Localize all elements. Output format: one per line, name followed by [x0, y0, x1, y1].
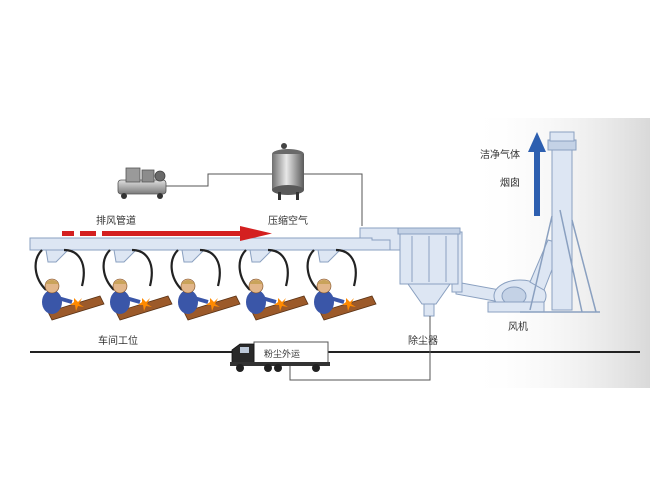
- dust-collector: [397, 227, 461, 317]
- extraction-arm: [335, 248, 357, 287]
- clean-gas-label: 洁净气体: [480, 150, 520, 161]
- fan-label: 风机: [508, 322, 528, 333]
- extraction-arm: [199, 248, 221, 287]
- extraction-arm: [102, 249, 115, 291]
- dust-transport-label: 粉尘外运: [264, 350, 301, 360]
- extraction-arm: [238, 249, 251, 291]
- extraction-arm: [267, 248, 289, 287]
- hose-drop: [45, 249, 70, 263]
- workshop-station-label: 车间工位: [98, 336, 138, 347]
- extraction-arm: [34, 249, 47, 291]
- welder-icon: [314, 278, 377, 321]
- workshop-stations: [42, 278, 377, 321]
- hose-drop: [113, 249, 138, 263]
- air-compressor-icon: [117, 167, 167, 199]
- hose-drop: [249, 249, 274, 263]
- air-tank-icon: [272, 143, 304, 200]
- truck-icon: [230, 341, 330, 372]
- compressed-air-label: 压缩空气: [268, 216, 308, 227]
- exhaust-duct-label: 排风管道: [96, 216, 136, 227]
- extraction-arm: [306, 249, 319, 291]
- flow-arrow: [62, 226, 272, 241]
- extraction-arm: [63, 248, 85, 287]
- chimney: [520, 131, 600, 313]
- extraction-arm: [131, 248, 153, 287]
- dust-collector-label: 除尘器: [408, 336, 438, 347]
- hose-drop: [181, 249, 206, 263]
- hose-drop: [317, 249, 342, 263]
- welder-icon: [110, 278, 173, 321]
- welder-icon: [178, 278, 241, 321]
- clean-gas-arrow: [528, 132, 546, 216]
- chimney-label: 烟囱: [500, 178, 520, 189]
- station-hoses: [34, 248, 357, 291]
- welder-icon: [42, 278, 105, 321]
- extraction-arm: [170, 249, 183, 291]
- welder-icon: [246, 278, 309, 321]
